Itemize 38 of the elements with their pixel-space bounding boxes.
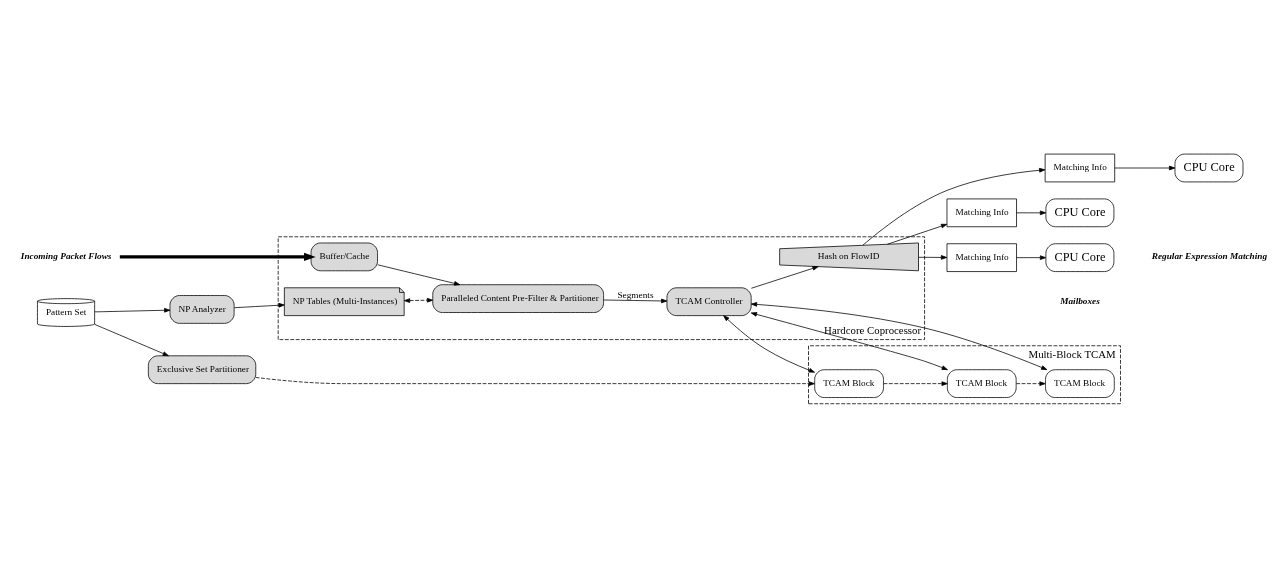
node-box: CPU Core bbox=[1045, 242, 1115, 272]
node-box: CPU Core bbox=[1174, 153, 1244, 182]
arrow bbox=[751, 265, 819, 289]
arrow bbox=[119, 252, 316, 261]
node-box: Matching Info bbox=[946, 242, 1017, 272]
node-box: TCAM Block bbox=[814, 368, 884, 398]
arrow bbox=[1114, 165, 1176, 170]
arrow bbox=[883, 380, 948, 386]
node-box: Paralleled Content Pre-Filter & Partitioner bbox=[432, 283, 604, 313]
arrow bbox=[1015, 380, 1046, 386]
arrow bbox=[918, 254, 948, 260]
arrow bbox=[1016, 254, 1047, 260]
node-box: TCAM Block bbox=[947, 368, 1017, 398]
label: Regular Expression Matching bbox=[1151, 250, 1268, 261]
arrow bbox=[234, 302, 285, 308]
node-box: NP Analyzer bbox=[169, 294, 235, 324]
arrow bbox=[750, 311, 948, 370]
node-box: Matching Info bbox=[1044, 153, 1116, 182]
arrow bbox=[723, 314, 815, 373]
node-box: Exclusive Set Partitioner bbox=[147, 354, 257, 384]
node-box: CPU Core bbox=[1045, 198, 1115, 227]
edge-label: Segments bbox=[617, 289, 654, 300]
arrow bbox=[94, 307, 171, 313]
node-text: Incoming Packet Flows bbox=[20, 250, 112, 261]
arrow bbox=[403, 297, 434, 303]
node-box: TCAM Block bbox=[1045, 368, 1115, 398]
label: Mailboxes bbox=[1060, 295, 1100, 306]
arrow bbox=[377, 263, 461, 286]
arrow bbox=[750, 301, 1048, 370]
node-box: TCAM Controller bbox=[666, 286, 752, 316]
node-box: Matching Info bbox=[946, 198, 1017, 227]
arrow bbox=[94, 323, 169, 356]
arrow bbox=[862, 167, 1046, 246]
node-box: Buffer/Cache bbox=[310, 242, 378, 271]
arrow bbox=[1016, 210, 1047, 215]
arrow bbox=[887, 223, 948, 245]
arrow bbox=[603, 298, 668, 303]
arrow bbox=[255, 376, 815, 386]
